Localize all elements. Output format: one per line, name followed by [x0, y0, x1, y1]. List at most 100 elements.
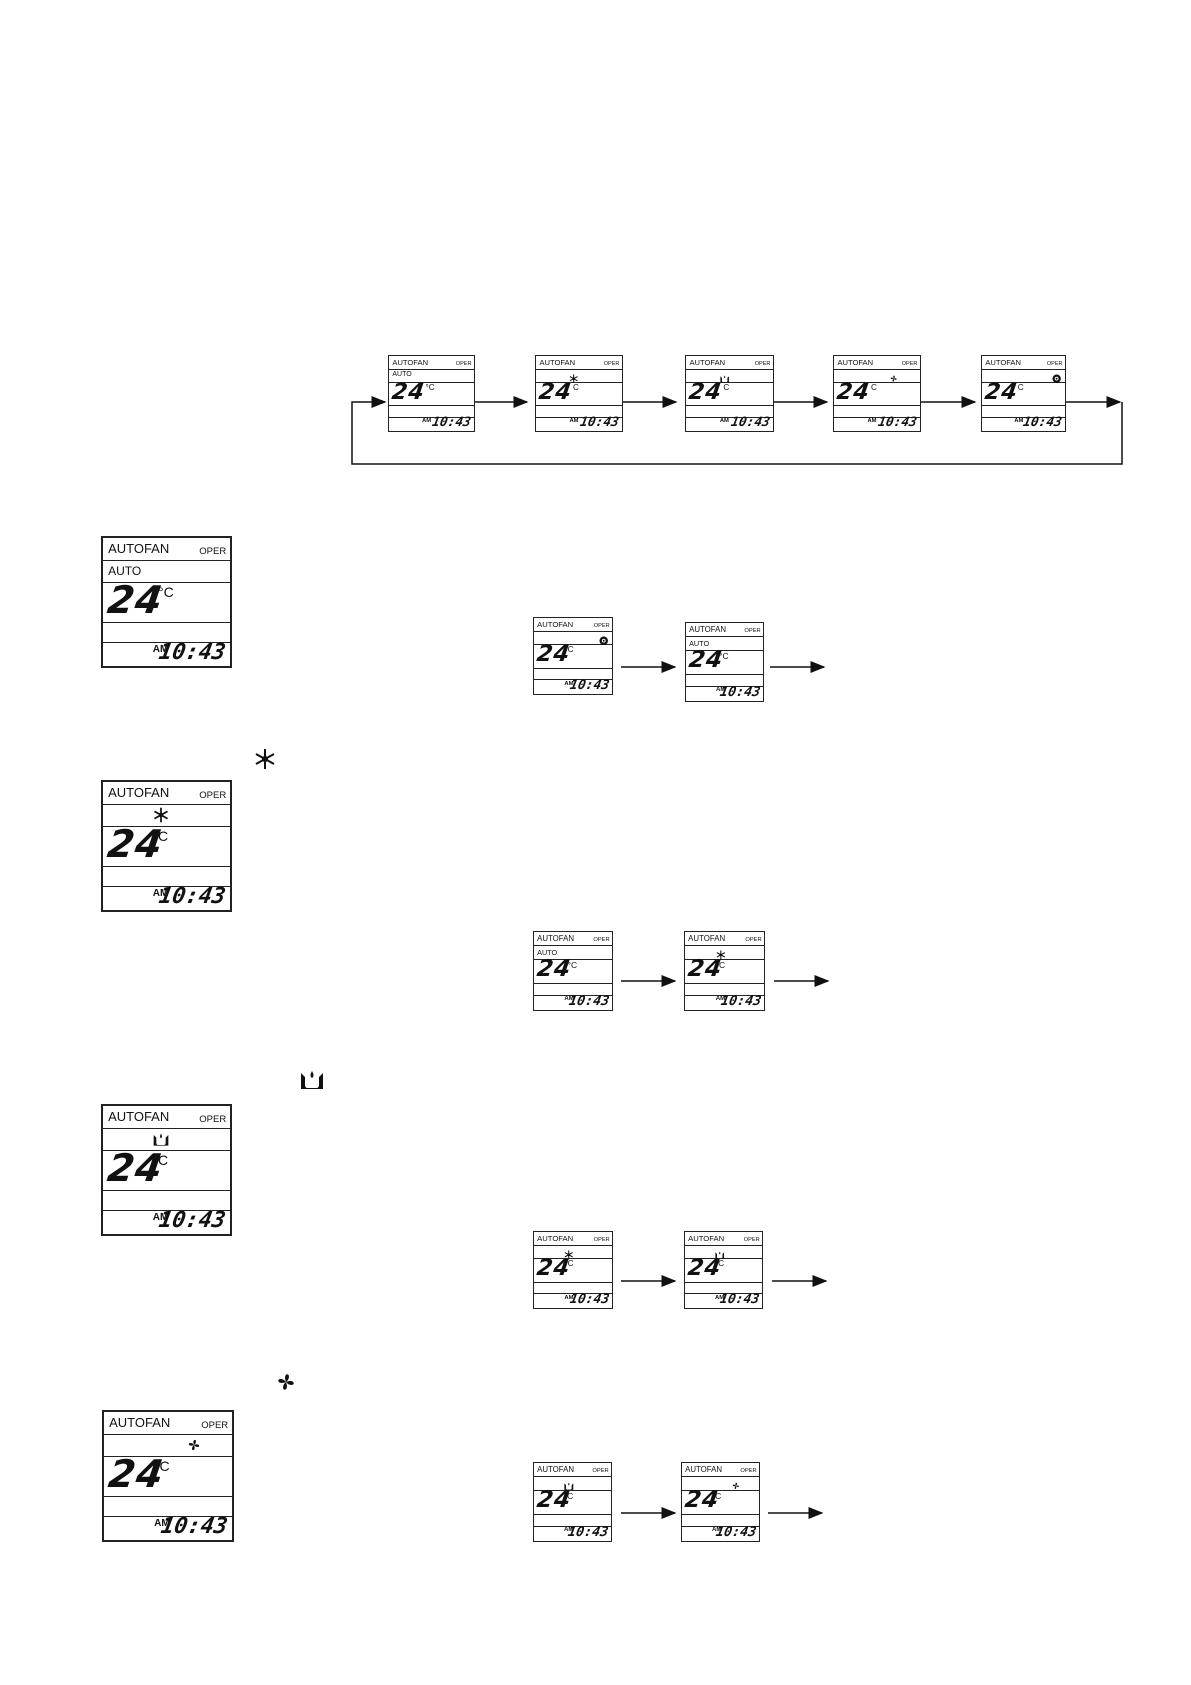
- oper-label: OPER: [743, 1236, 760, 1243]
- lcd-divider: [534, 1513, 611, 1515]
- lcd-divider: [686, 686, 763, 688]
- clock-readout: 10:43: [1021, 414, 1064, 430]
- oper-label: OPER: [199, 546, 227, 557]
- am-indicator: AM: [152, 1212, 169, 1223]
- lcd-divider: [685, 945, 764, 947]
- temperature-readout: 24: [537, 379, 575, 406]
- oper-label: OPER: [593, 622, 610, 629]
- auto-mode-label: AUTO: [537, 947, 558, 957]
- lcd-divider: [389, 405, 474, 406]
- lcd-divider: [103, 1190, 230, 1191]
- temperature-readout: 24: [983, 379, 1020, 406]
- lcd-divider: [686, 636, 763, 638]
- lcd-divider: [685, 1281, 762, 1283]
- am-indicator: AM: [152, 644, 169, 655]
- lcd-divider: [682, 1476, 759, 1478]
- lcd-divider: [534, 982, 612, 984]
- temperature-unit: C: [715, 1490, 722, 1501]
- lcd-divider: [534, 644, 612, 645]
- lcd-divider: [534, 631, 612, 632]
- temperature-unit: C: [719, 959, 726, 970]
- heat-icon: [599, 633, 608, 646]
- lcd-divider: [982, 416, 1065, 418]
- oper-label: OPER: [901, 360, 918, 367]
- lcd-divider: [686, 673, 763, 675]
- temperature-readout: 24: [535, 1255, 573, 1282]
- lcd-divider: [534, 1245, 612, 1246]
- lcd-divider: [389, 381, 474, 383]
- oper-label: OPER: [199, 1114, 227, 1125]
- snowflake-icon: [254, 748, 276, 770]
- snowflake-icon: [716, 947, 726, 960]
- lcd-divider: [686, 405, 773, 406]
- auto-mode-label: AUTO: [108, 564, 142, 578]
- oper-label: OPER: [745, 936, 762, 943]
- snowflake-icon: [564, 1247, 574, 1260]
- clock-readout: 10:43: [719, 994, 763, 1010]
- temperature-unit: C: [723, 382, 730, 392]
- oper-label: OPER: [603, 360, 620, 367]
- clock-readout: 10:43: [876, 414, 919, 430]
- lcd-divider: [682, 1513, 759, 1515]
- snowflake-icon: [153, 807, 169, 823]
- lcd-divider: [686, 368, 773, 370]
- temperature-readout: 24: [535, 641, 573, 668]
- am-indicator: AM: [154, 1518, 170, 1529]
- autofan-label: AUTOFAN: [108, 541, 170, 556]
- autofan-label: AUTOFAN: [392, 357, 429, 367]
- lcd-divider: [104, 1496, 232, 1497]
- lcd-divider: [682, 1526, 759, 1528]
- autofan-label: AUTOFAN: [108, 785, 170, 800]
- lcd-divider: [982, 368, 1065, 370]
- lcd-divider: [534, 1281, 612, 1283]
- lcd-divider: [834, 381, 920, 383]
- lcd-divider: [534, 679, 612, 681]
- autofan-label: AUTOFAN: [685, 1464, 723, 1474]
- lcd-divider: [982, 381, 1065, 383]
- autofan-label: AUTOFAN: [689, 357, 726, 367]
- autofan-label: AUTOFAN: [985, 357, 1021, 367]
- oper-label: OPER: [592, 1467, 609, 1474]
- temperature-unit: C: [159, 1458, 170, 1474]
- autofan-label: AUTOFAN: [108, 1109, 170, 1124]
- oper-label: OPER: [455, 360, 472, 367]
- fan-icon: [186, 1437, 202, 1453]
- lcd-divider: [682, 1489, 759, 1491]
- temperature-unit: C: [718, 1259, 725, 1269]
- am-indicator: AM: [712, 1527, 722, 1534]
- dehumidify-icon: [153, 1131, 169, 1147]
- clock-readout: 10:43: [568, 678, 611, 694]
- clock-readout: 10:43: [718, 685, 762, 701]
- temperature-readout: 24: [106, 1452, 168, 1496]
- clock-readout: 10:43: [718, 1292, 761, 1308]
- lcd-divider: [534, 667, 612, 669]
- dehumidify-icon: [300, 1069, 324, 1089]
- lcd-divider: [686, 381, 773, 383]
- lcd-divider: [536, 416, 622, 418]
- temperature-readout: 24: [835, 379, 873, 406]
- temperature-unit: C: [567, 645, 574, 655]
- lcd-divider: [685, 982, 764, 984]
- am-indicator: AM: [1014, 417, 1024, 424]
- lcd-divider: [686, 649, 763, 651]
- oper-label: OPER: [1046, 360, 1063, 367]
- lcd-divider: [104, 1516, 232, 1517]
- autofan-label: AUTOFAN: [539, 357, 576, 367]
- clock-readout: 10:43: [156, 884, 228, 909]
- temperature-unit: °C: [567, 959, 578, 970]
- oper-label: OPER: [740, 1467, 757, 1474]
- oper-label: OPER: [199, 790, 227, 801]
